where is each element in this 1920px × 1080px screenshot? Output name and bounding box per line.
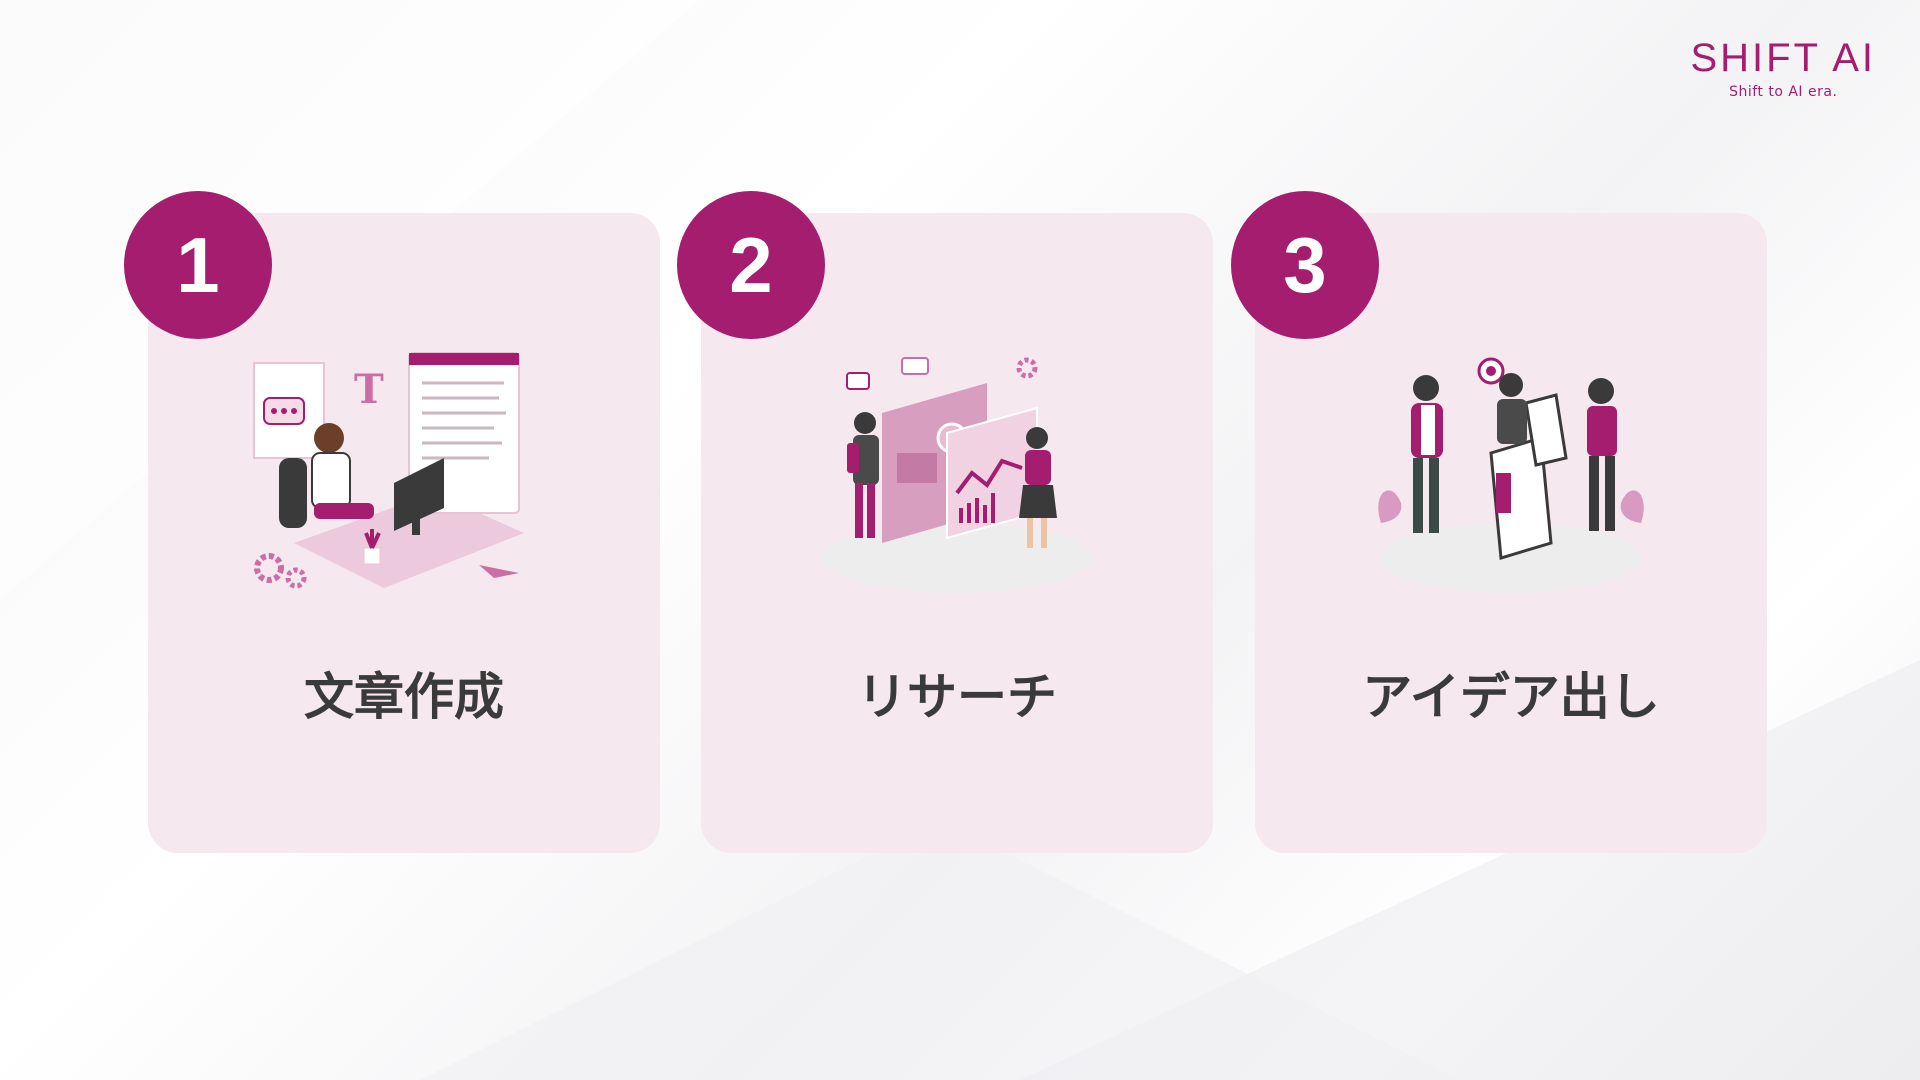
step-number-badge: 3 (1231, 191, 1379, 339)
card-label: アイデア出し (1362, 668, 1660, 726)
card-label: 文章作成 (304, 668, 504, 726)
brand-logo: SHIFT AI Shift to AI era. (1690, 38, 1876, 100)
logo-title: SHIFT AI (1690, 36, 1876, 80)
ideation-illustration-icon (1378, 357, 1644, 593)
step-number-badge: 1 (124, 191, 272, 339)
svg-text:T: T (354, 366, 384, 413)
card-research: リサーチ (701, 213, 1213, 853)
logo-subtitle: Shift to AI era. (1729, 84, 1838, 100)
card-label: リサーチ (857, 668, 1057, 726)
writing-illustration-icon: T (253, 352, 524, 589)
step-number-badge: 2 (677, 191, 825, 339)
background-facet (420, 820, 1460, 1080)
research-illustration-icon (822, 357, 1092, 593)
